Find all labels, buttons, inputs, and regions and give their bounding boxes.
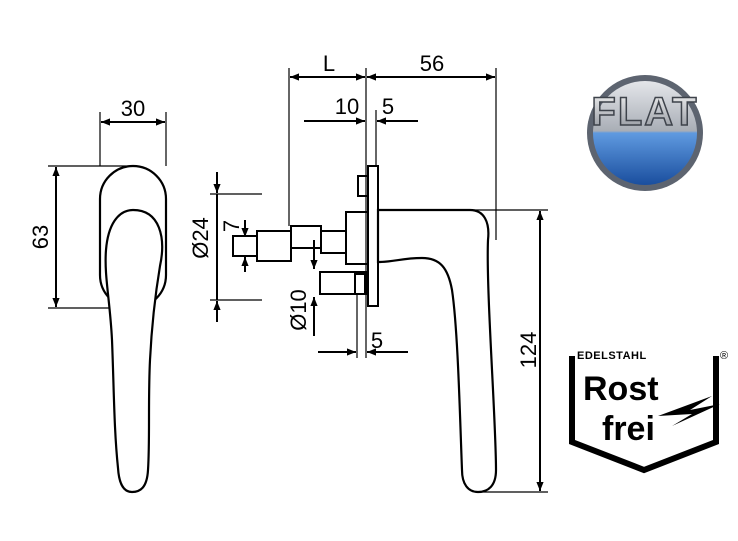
flat-logo: FLAT	[587, 75, 703, 191]
dim-label-63: 63	[28, 225, 53, 249]
spindle-square	[232, 235, 258, 257]
dim-label-30: 30	[121, 96, 145, 121]
section-lever	[376, 208, 498, 494]
rostfrei-logo: EDELSTAHL ® Rost frei	[569, 350, 728, 474]
rosette-plate	[367, 165, 379, 307]
registered-mark: ®	[720, 350, 728, 362]
dim-label-d10: Ø10	[286, 289, 311, 331]
section-view-handle: 124 L 56 10 5 Ø24 7 Ø10 5	[188, 51, 548, 494]
dim-label-56: 56	[420, 51, 444, 76]
flat-logo-disc	[593, 81, 697, 185]
side-lever	[104, 208, 164, 494]
lightning-icon	[658, 396, 720, 426]
side-view-handle: 30 63	[28, 96, 168, 494]
dim-label-5-top: 5	[382, 94, 394, 119]
dim-label-7: 7	[219, 220, 244, 232]
rostfrei-shield	[569, 356, 719, 474]
dim-label-5-bottom: 5	[371, 328, 383, 353]
dim-label-124: 124	[516, 332, 541, 369]
dim-label-d24: Ø24	[188, 217, 213, 259]
dim-label-10-top: 10	[335, 94, 359, 119]
flat-logo-text: FLAT	[591, 90, 698, 134]
dim-label-L: L	[323, 51, 335, 76]
rostfrei-line2: frei	[602, 410, 655, 448]
rostfrei-header: EDELSTAHL	[577, 350, 647, 362]
rostfrei-line1: Rost	[583, 370, 659, 408]
spindle	[256, 230, 292, 262]
